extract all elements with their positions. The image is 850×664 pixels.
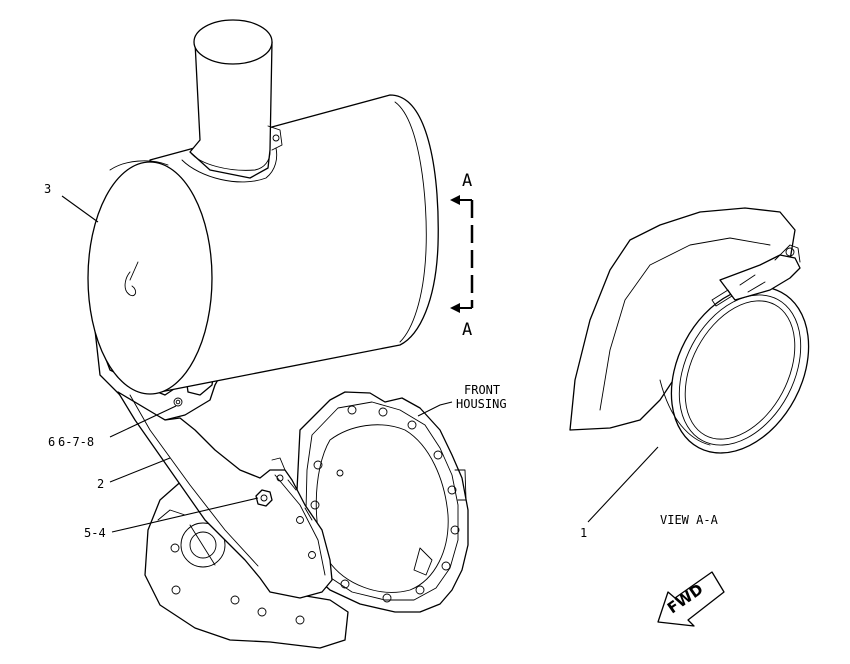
inlet-pipe [181,19,283,183]
front-housing-label-line1: FRONT [464,383,500,397]
callout-1: 1 [580,526,587,540]
callout-5-4: 5-4 [84,526,106,540]
view-a-a-detail [569,207,810,454]
front-housing-label-line2: HOUSING [456,397,507,411]
section-indicator: A A [450,171,474,340]
section-letter-bottom: A [462,320,472,340]
leader-lines [61,195,659,533]
callout-6-7-8: 6-7-8 [58,435,94,449]
section-letter-top: A [462,171,472,191]
callout-6-prefix: 6 [48,435,55,449]
callout-3: 3 [44,182,51,196]
callout-2: 2 [97,477,104,491]
fwd-arrow-icon: FWD [657,571,725,627]
bolt-5-4 [255,489,273,507]
view-a-a-label: VIEW A-A [660,513,719,527]
